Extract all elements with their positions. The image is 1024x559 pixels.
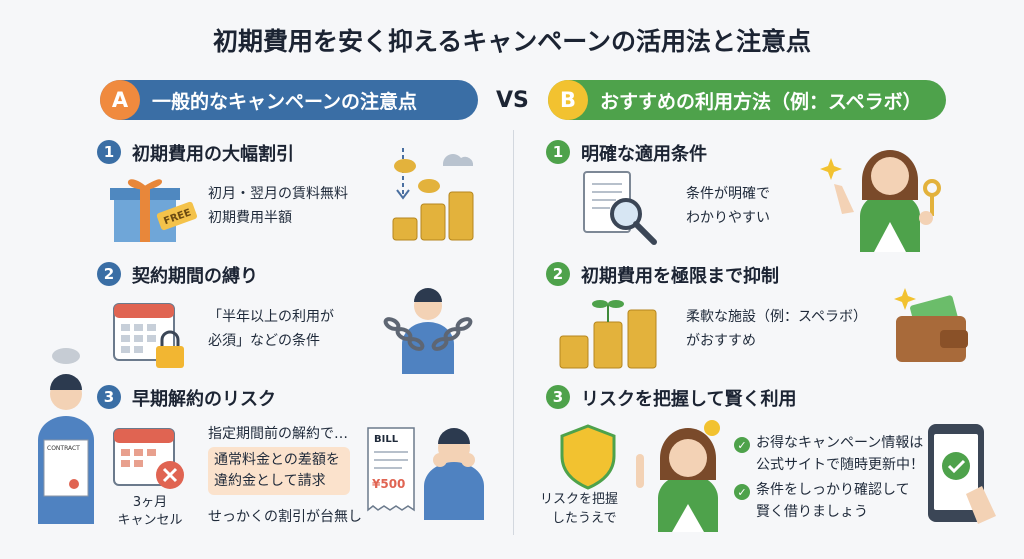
center-divider xyxy=(513,130,514,535)
right-item-1-title: 明確な適用条件 xyxy=(581,144,707,165)
check-icon: ✓ xyxy=(734,437,750,453)
penalty-bubble: 通常料金との差額を 違約金として請求 xyxy=(208,447,350,495)
calendar-lock-icon xyxy=(113,303,184,368)
penalty-bubble-line-2: 違約金として請求 xyxy=(214,473,326,489)
right-check-2-line-1: 条件をしっかり確認して xyxy=(756,482,910,498)
penalty-bubble-line-1: 通常料金との差額を xyxy=(214,452,340,468)
contract-label: CONTRACT xyxy=(47,445,80,452)
left-item-3-footer: せっかくの割引が台無し xyxy=(208,509,362,525)
vs-label: VS xyxy=(496,88,529,113)
cancel-caption-line-1: 3ヶ月 xyxy=(132,495,168,510)
calendar-cancel-icon xyxy=(113,428,184,489)
chained-person-icon xyxy=(383,288,473,374)
right-item-3-title: リスクを把握して賢く利用 xyxy=(581,389,797,410)
shield-icon xyxy=(560,424,616,490)
right-check-1-line-1: お得なキャンペーン情報は xyxy=(756,435,924,451)
section-a-header: A 一般的なキャンペーンの注意点 xyxy=(100,80,478,120)
cancel-caption-line-2: キャンセル xyxy=(117,513,183,528)
bill-icon: BILL ¥500 xyxy=(367,427,415,512)
right-item-1-line-2: わかりやすい xyxy=(686,210,770,226)
bill-label: BILL xyxy=(374,434,399,445)
right-check-1-line-2: 公式サイトで随時更新中！ xyxy=(756,457,924,473)
bill-amount: ¥500 xyxy=(372,477,405,491)
left-item-3-number: 3 xyxy=(97,385,121,409)
left-item-2-title: 契約期間の縛り xyxy=(132,266,258,287)
stressed-person-icon xyxy=(424,428,484,520)
left-item-1-title: 初期費用の大幅割引 xyxy=(132,144,294,165)
coin-plant-icon xyxy=(559,300,657,369)
left-item-2-line-1: 「半年以上の利用が xyxy=(208,309,334,325)
wallet-icon xyxy=(894,288,968,362)
section-a-badge: A xyxy=(100,80,140,120)
right-item-2-title: 初期費用を極限まで抑制 xyxy=(581,266,779,287)
gift-icon: FREE xyxy=(110,179,198,242)
left-item-1-number: 1 xyxy=(97,140,121,164)
document-search-icon xyxy=(583,171,657,245)
section-b-header: B おすすめの利用方法（例：スペラボ） xyxy=(548,80,946,120)
right-item-1-line-1: 条件が明確で xyxy=(686,186,770,202)
coins-icon xyxy=(392,148,474,241)
woman-key-icon xyxy=(820,150,941,252)
section-b-title: おすすめの利用方法（例：スペラボ） xyxy=(600,90,922,113)
right-item-2-number: 2 xyxy=(546,262,570,286)
phone-check-icon xyxy=(928,424,996,524)
woman-pointing-icon xyxy=(636,420,720,532)
check-icon: ✓ xyxy=(734,484,750,500)
shield-caption-line-1: リスクを把握 xyxy=(540,492,619,507)
shield-caption-line-2: したうえで xyxy=(552,511,617,526)
right-item-1-number: 1 xyxy=(546,140,570,164)
section-a-title: 一般的なキャンペーンの注意点 xyxy=(152,90,418,113)
left-item-3-title: 早期解約のリスク xyxy=(132,389,276,410)
left-item-3-line-1: 指定期間前の解約で… xyxy=(208,426,348,442)
worried-person-icon: CONTRACT xyxy=(38,348,94,524)
section-b-badge: B xyxy=(548,80,588,120)
left-item-1-line-1: 初月・翌月の賃料無料 xyxy=(208,186,348,202)
right-item-2-line-1: 柔軟な施設（例：スペラボ） xyxy=(686,309,868,325)
left-item-1-line-2: 初期費用半額 xyxy=(208,210,292,226)
left-item-2-line-2: 必須」などの条件 xyxy=(208,333,320,349)
page-title: 初期費用を安く抑えるキャンペーンの活用法と注意点 xyxy=(212,27,811,56)
right-item-2-line-2: がおすすめ xyxy=(686,333,756,349)
right-check-2-line-2: 賢く借りましょう xyxy=(756,504,868,520)
right-item-3-number: 3 xyxy=(546,385,570,409)
left-item-2-number: 2 xyxy=(97,262,121,286)
